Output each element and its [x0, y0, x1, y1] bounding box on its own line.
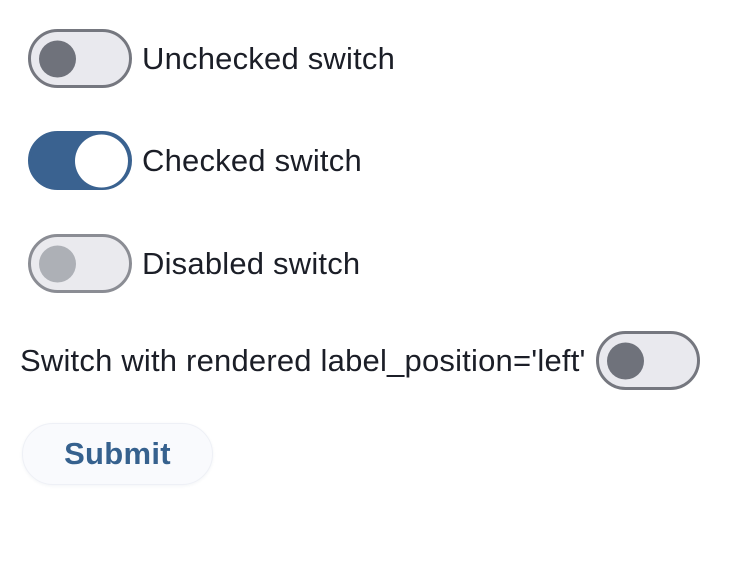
- checked-switch-toggle[interactable]: [28, 131, 132, 190]
- switch-row-checked: Checked switch: [28, 131, 730, 190]
- form-container: Unchecked switch Checked switch Disabled…: [0, 29, 730, 566]
- switch-row-disabled: Disabled switch: [28, 234, 730, 293]
- switch-row-unchecked: Unchecked switch: [28, 29, 730, 88]
- left-label-switch-toggle[interactable]: [595, 331, 700, 390]
- left-positioned-switch-label: Switch with rendered label_position='lef…: [20, 342, 586, 378]
- submit-button[interactable]: Submit: [22, 423, 213, 485]
- unchecked-switch-toggle[interactable]: [28, 29, 132, 88]
- switch-knob: [75, 134, 128, 187]
- unchecked-switch-label: Unchecked switch: [142, 40, 396, 76]
- switch-row-label-left: Switch with rendered label_position='lef…: [20, 331, 730, 390]
- disabled-switch-label: Disabled switch: [142, 245, 361, 281]
- switch-knob: [39, 40, 76, 77]
- disabled-switch-toggle: [28, 234, 132, 293]
- checked-switch-label: Checked switch: [142, 142, 362, 178]
- switch-knob: [606, 342, 644, 379]
- switch-knob: [39, 245, 76, 282]
